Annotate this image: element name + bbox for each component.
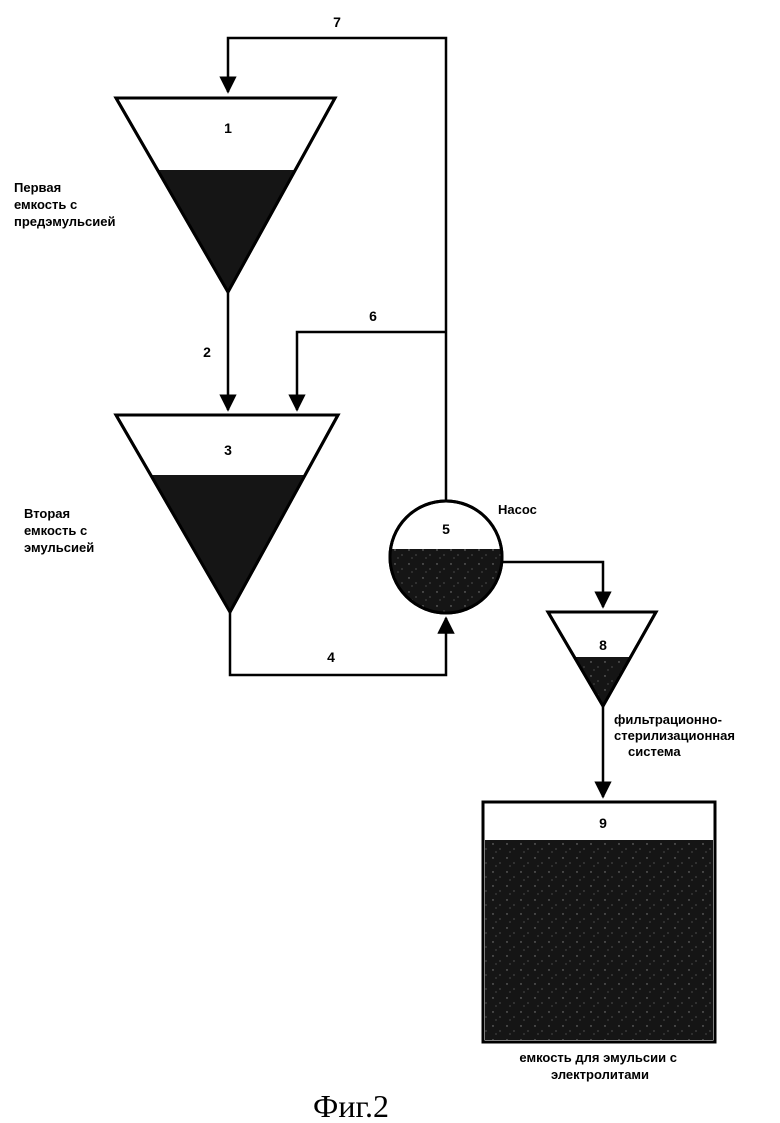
pipe-6 (288, 330, 446, 412)
figure-caption: Фиг.2 (313, 1088, 389, 1123)
label-number-3: 3 (224, 442, 232, 458)
pipe-pump-to-filter (502, 560, 612, 609)
pump-5 (388, 499, 504, 615)
label-number-6: 6 (369, 308, 377, 324)
label-number-7: 7 (333, 14, 341, 30)
label-number-5: 5 (442, 521, 450, 537)
label-number-9: 9 (599, 815, 607, 831)
label-number-8: 8 (599, 637, 607, 653)
pipe-7 (219, 36, 448, 502)
label-number-1: 1 (224, 120, 232, 136)
first-vessel-label: Первая емкость с предэмульсией (14, 180, 115, 229)
label-number-4: 4 (327, 649, 335, 665)
filter-system-label: фильтрационно- стерилизационная система (614, 712, 739, 759)
second-vessel-label: Вторая емкость с эмульсией (24, 506, 94, 555)
pipe-4 (228, 612, 455, 677)
pump-label: Насос (498, 502, 537, 517)
label-number-2: 2 (203, 344, 211, 360)
vessel-9 (481, 800, 717, 1044)
final-vessel-label: емкость для эмульсии с электролитами (519, 1050, 680, 1082)
filter-vessel-8 (545, 610, 659, 710)
